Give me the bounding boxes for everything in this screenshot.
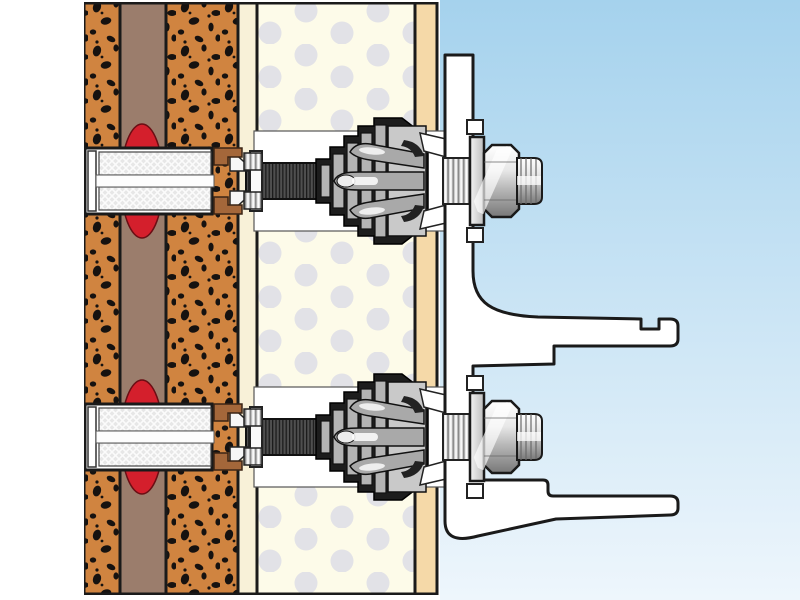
wall-layer-insulation [255, 1, 417, 596]
wall-layer-adhesive [236, 1, 259, 596]
left-margin [0, 0, 84, 600]
anchor-lower-rear [83, 372, 450, 502]
wall-layer-inner-masonry [164, 1, 240, 596]
wall-section [82, 1, 439, 596]
anchor-upper-rear [83, 116, 450, 246]
wall-layer-outer-masonry [82, 1, 122, 596]
bottom-margin [0, 595, 440, 600]
wall-layer-render-panel [413, 1, 439, 596]
top-margin [0, 0, 440, 2]
wall-layer-mortar [118, 1, 168, 596]
